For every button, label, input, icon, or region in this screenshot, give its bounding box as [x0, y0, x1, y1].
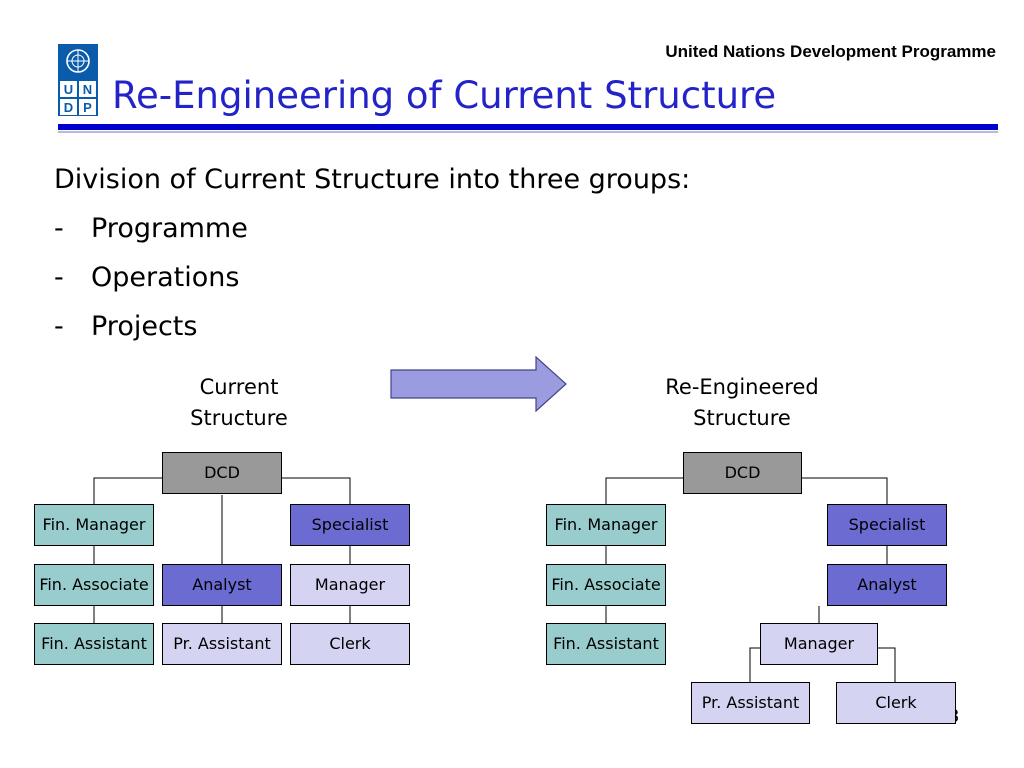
reengineered-pr-assistant-box: Pr. Assistant [691, 682, 810, 724]
bullet-text: Operations [91, 262, 240, 293]
bullet-programme: -Programme [54, 213, 248, 244]
caption-current-structure: Current Structure [109, 372, 369, 434]
current-fin-associate-box: Fin. Associate [34, 564, 154, 606]
bullet-text: Projects [91, 311, 198, 342]
current-clerk-box: Clerk [290, 623, 410, 665]
bullet-dash: - [54, 311, 64, 342]
caption-line: Current [199, 375, 279, 399]
logo-letter-p: P [83, 100, 92, 115]
reengineered-specialist-box: Specialist [827, 504, 947, 546]
current-analyst-box: Analyst [162, 564, 282, 606]
caption-reengineered-structure: Re-Engineered Structure [612, 372, 872, 434]
reengineered-dcd-box: DCD [683, 452, 802, 494]
logo-letter-d: D [64, 100, 73, 115]
logo-letter-u: U [64, 82, 73, 97]
bullet-operations: -Operations [54, 262, 239, 293]
current-specialist-box: Specialist [290, 504, 410, 546]
reengineered-fin-associate-box: Fin. Associate [546, 564, 666, 606]
title-rule-shadow [58, 131, 998, 133]
current-manager-box: Manager [290, 564, 410, 606]
current-dcd-box: DCD [162, 452, 282, 494]
reengineered-fin-manager-box: Fin. Manager [546, 504, 666, 546]
current-fin-assistant-box: Fin. Assistant [34, 623, 154, 665]
current-fin-manager-box: Fin. Manager [34, 504, 154, 546]
reengineered-clerk-box: Clerk [836, 682, 956, 724]
reengineered-analyst-box: Analyst [827, 564, 947, 606]
organization-name: United Nations Development Programme [665, 42, 996, 61]
current-pr-assistant-box: Pr. Assistant [162, 623, 282, 665]
right-arrow-icon [390, 356, 567, 412]
title-rule [58, 124, 998, 130]
reengineered-manager-box: Manager [760, 623, 878, 665]
bullet-dash: - [54, 262, 64, 293]
reengineered-fin-assistant-box: Fin. Assistant [546, 623, 666, 665]
bullet-projects: -Projects [54, 311, 197, 342]
logo-letter-n: N [83, 82, 92, 97]
undp-logo: U N D P [58, 44, 98, 116]
bullet-dash: - [54, 213, 64, 244]
caption-line: Re-Engineered [665, 375, 819, 399]
caption-line: Structure [190, 406, 288, 430]
bullet-text: Programme [91, 213, 248, 244]
slide-title: Re-Engineering of Current Structure [112, 74, 777, 117]
intro-text: Division of Current Structure into three… [54, 164, 691, 195]
caption-line: Structure [693, 406, 791, 430]
